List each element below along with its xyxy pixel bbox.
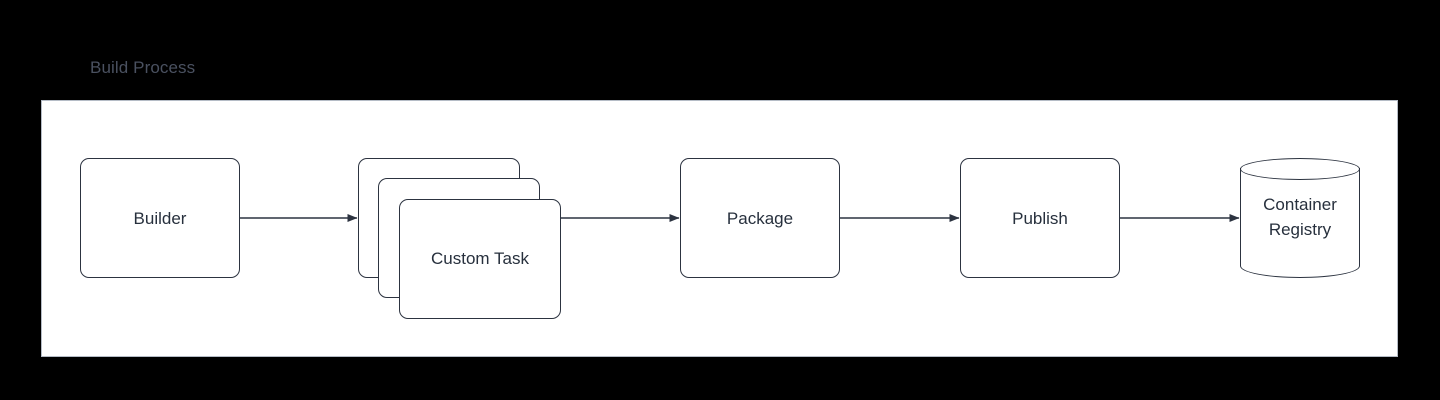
node-builder[interactable]: Builder <box>80 158 240 278</box>
node-container-registry[interactable]: Container Registry <box>1240 158 1360 278</box>
node-package[interactable]: Package <box>680 158 840 278</box>
node-custom-task-front-label: Custom Task <box>431 249 529 268</box>
node-container-registry-label-line1: Container <box>1263 195 1337 214</box>
node-publish[interactable]: Publish <box>960 158 1120 278</box>
node-builder-label: Builder <box>133 208 187 228</box>
node-container-registry-label-line2: Registry <box>1268 220 1332 239</box>
node-publish-label: Publish <box>1012 208 1068 228</box>
group-title: Build Process <box>90 58 196 77</box>
cylinder-top-ellipse <box>1240 158 1360 180</box>
cylinder-body <box>1240 168 1360 278</box>
node-package-label: Package <box>726 208 794 228</box>
node-container-registry-label: Container Registry <box>1240 192 1360 242</box>
node-custom-task-front[interactable]: Custom Task <box>399 199 561 319</box>
